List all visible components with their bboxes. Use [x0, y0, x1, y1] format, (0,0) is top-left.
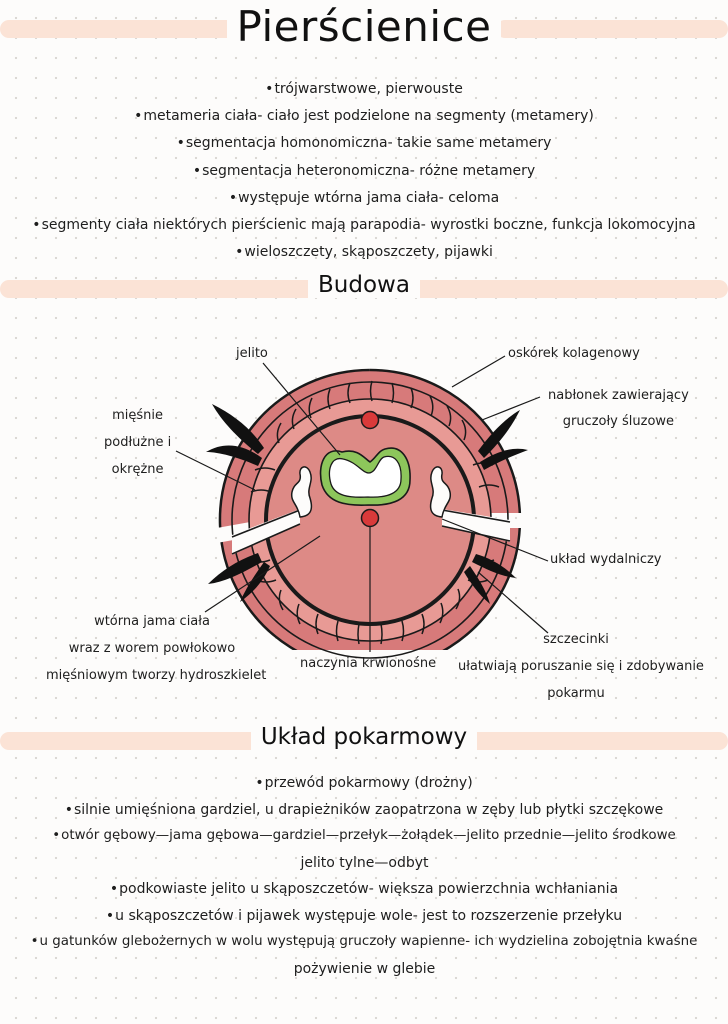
intro-item: segmentacja homonomiczna- takie same met… [0, 130, 728, 157]
seta-upper-left-2 [206, 445, 262, 466]
label-szczecinki-line: ułatwiają poruszanie się i zdobywanie [458, 659, 704, 674]
pokarmowy-item-continued: pożywienie w glebie [293, 960, 436, 977]
leader-jelito [262, 362, 341, 456]
intro-item: segmenty ciała niektórych pierścienic ma… [0, 212, 728, 239]
pokarmowy-item-continued: jelito tylne—odbyt [300, 854, 429, 871]
pokarmowy-item: u skąposzczetów i pijawek występuje wole… [0, 903, 728, 930]
seta-lower-right [472, 554, 516, 578]
pokarmowy-item: u gatunków glebożernych w wolu występują… [0, 929, 728, 956]
budowa-band-left [0, 280, 322, 298]
pokarmowy-item: silnie umięśniona gardziel, u drapieżnik… [0, 797, 728, 824]
label-szczecinki-line: szczecinki [543, 632, 609, 647]
setae [206, 404, 528, 604]
seta-lower-left [208, 553, 262, 584]
body-cleft [231, 509, 511, 555]
label-miesnie-line: podłużne i [104, 435, 172, 450]
leader-lines [175, 355, 549, 652]
seta-lower-right-2 [464, 566, 490, 604]
seta-lower-left-2 [240, 562, 270, 602]
label-wtorna-jama-line: wraz z worem powłokowo [68, 641, 236, 656]
nephridium-left [290, 466, 313, 518]
label-wtorna-jama: wtórna jama ciała wraz z worem powłokowo… [46, 608, 267, 689]
ventral-blood-vessel [360, 508, 380, 528]
label-miesnie: mięśnie podłużne i okrężne [104, 402, 171, 483]
leader-nablonek [481, 396, 541, 421]
label-uklad-wydalniczy: układ wydalniczy [550, 552, 662, 567]
pokarmowy-item: podkowiaste jelito u skąposzczetów- więk… [0, 876, 728, 903]
pokarmowy-item: przewód pokarmowy (drożny) [0, 770, 728, 797]
title-band-right [496, 20, 728, 38]
intestine-lumen [328, 455, 402, 498]
pokarmowy-band-right [458, 732, 728, 750]
leader-szczecinki [477, 571, 549, 634]
seta-upper-right-2 [480, 448, 528, 470]
label-nablonek: nabłonek zawierający gruczoły śluzowe [548, 383, 689, 435]
title-band-left [0, 20, 248, 38]
page-title: Pierścienice [0, 2, 728, 51]
seta-upper-left [212, 404, 264, 454]
intestine [319, 447, 411, 506]
label-wtorna-jama-line: mięśniowym tworzy hydroszkielet [46, 668, 267, 683]
pokarmowy-list: przewód pokarmowy (drożny) silnie umięśn… [0, 770, 728, 982]
label-szczecinki: szczecinki ułatwiają poruszanie się i zd… [458, 626, 704, 707]
intro-item: trójwarstwowe, pierwouste [0, 76, 728, 103]
pokarmowy-band-left [0, 732, 262, 750]
pokarmowy-heading: Układ pokarmowy [0, 724, 728, 750]
dorsal-blood-vessel [360, 410, 380, 430]
label-nablonek-line: nabłonek zawierający [548, 388, 689, 403]
intro-item: segmentacja heteronomiczna- różne metame… [0, 158, 728, 185]
label-miesnie-line: okrężne [111, 462, 164, 477]
label-naczynia: naczynia krwionośne [300, 656, 437, 671]
leader-miesnie [175, 450, 256, 491]
label-miesnie-line: mięśnie [112, 408, 164, 423]
leader-wtorna-jama [204, 535, 321, 613]
leader-oskorek [451, 355, 506, 388]
nephridium-right [429, 466, 452, 518]
budowa-band-right [410, 280, 728, 298]
budowa-heading: Budowa [0, 272, 728, 298]
label-jelito: jelito [236, 346, 268, 361]
label-szczecinki-line: pokarmu [547, 686, 605, 701]
label-oskorek: oskórek kolagenowy [508, 346, 640, 361]
label-nablonek-line: gruczoły śluzowe [562, 414, 675, 429]
excretory-organs [290, 466, 452, 518]
intro-item: występuje wtórna jama ciała- celoma [0, 185, 728, 212]
pokarmowy-item: otwór gębowy—jama gębowa—gardziel—przeły… [0, 823, 728, 850]
intro-list: trójwarstwowe, pierwouste metameria ciał… [0, 76, 728, 266]
intro-item: metameria ciała- ciało jest podzielone n… [0, 103, 728, 130]
leader-uklad-wydalniczy [441, 518, 549, 562]
intro-item: wieloszczety, skąposzczety, pijawki [0, 239, 728, 266]
label-wtorna-jama-line: wtórna jama ciała [94, 614, 210, 629]
seta-upper-right [478, 410, 520, 458]
